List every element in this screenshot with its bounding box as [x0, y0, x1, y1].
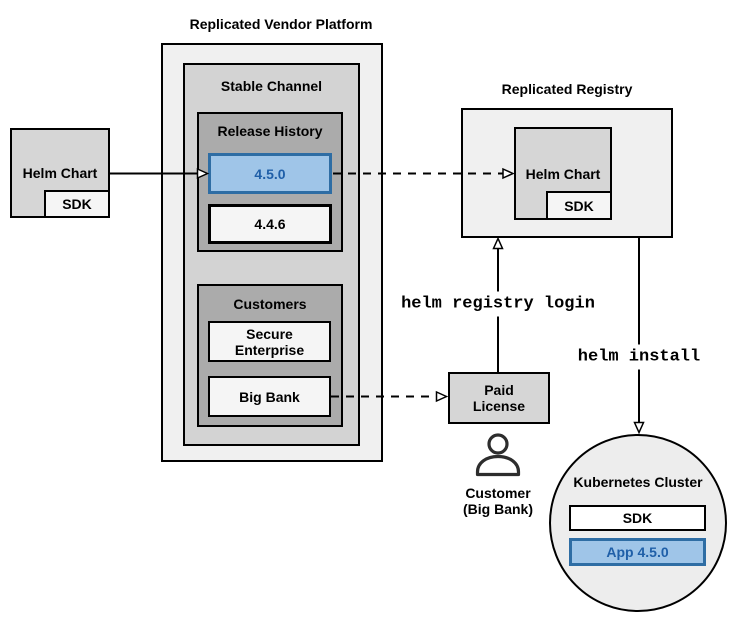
release-box-450: 4.5.0: [208, 153, 332, 194]
person-icon-head: [487, 433, 509, 455]
platform-title: Replicated Vendor Platform: [189, 16, 373, 32]
arrowhead-bigbank-to-license: [435, 390, 449, 403]
vendor-sdk-box: SDK: [44, 190, 110, 218]
registry-sdk-box: SDK: [546, 191, 612, 220]
paid-license-label: Paid License: [472, 382, 526, 414]
release-450-label: 4.5.0: [254, 165, 286, 182]
command-registry-login: helm registry login: [396, 291, 600, 317]
person-icon-body: [475, 454, 521, 477]
registry-title: Replicated Registry: [501, 81, 633, 97]
person-icon: [475, 433, 521, 477]
arrowhead-registry-to-cluster: [633, 421, 645, 435]
secure-enterprise-label: Secure Enterprise: [234, 325, 305, 358]
k8s-sdk-label: SDK: [622, 510, 653, 526]
k8s-app-label: App 4.5.0: [606, 544, 669, 560]
release-history-label: Release History: [217, 123, 323, 139]
customer-box-big-bank: Big Bank: [208, 376, 331, 417]
arrowhead-license-to-registry: [492, 236, 504, 250]
vendor-helm-chart-label: Helm Chart: [22, 165, 98, 181]
release-446-label: 4.4.6: [254, 216, 286, 232]
paid-license-box: Paid License: [448, 372, 550, 424]
k8s-app-box: App 4.5.0: [569, 538, 706, 566]
stable-channel-label: Stable Channel: [220, 78, 323, 94]
customer-label: Customer (Big Bank): [463, 485, 533, 517]
customers-label: Customers: [233, 296, 307, 312]
command-helm-install: helm install: [572, 344, 706, 370]
registry-sdk-label: SDK: [564, 197, 594, 214]
big-bank-label: Big Bank: [239, 388, 300, 405]
registry-helm-chart-label: Helm Chart: [525, 165, 601, 182]
k8s-sdk-box: SDK: [569, 505, 706, 531]
customer-box-secure-enterprise: Secure Enterprise: [208, 321, 331, 362]
vendor-sdk-label: SDK: [62, 196, 92, 212]
kubernetes-cluster-label: Kubernetes Cluster: [573, 474, 703, 490]
release-box-446: 4.4.6: [208, 204, 332, 244]
